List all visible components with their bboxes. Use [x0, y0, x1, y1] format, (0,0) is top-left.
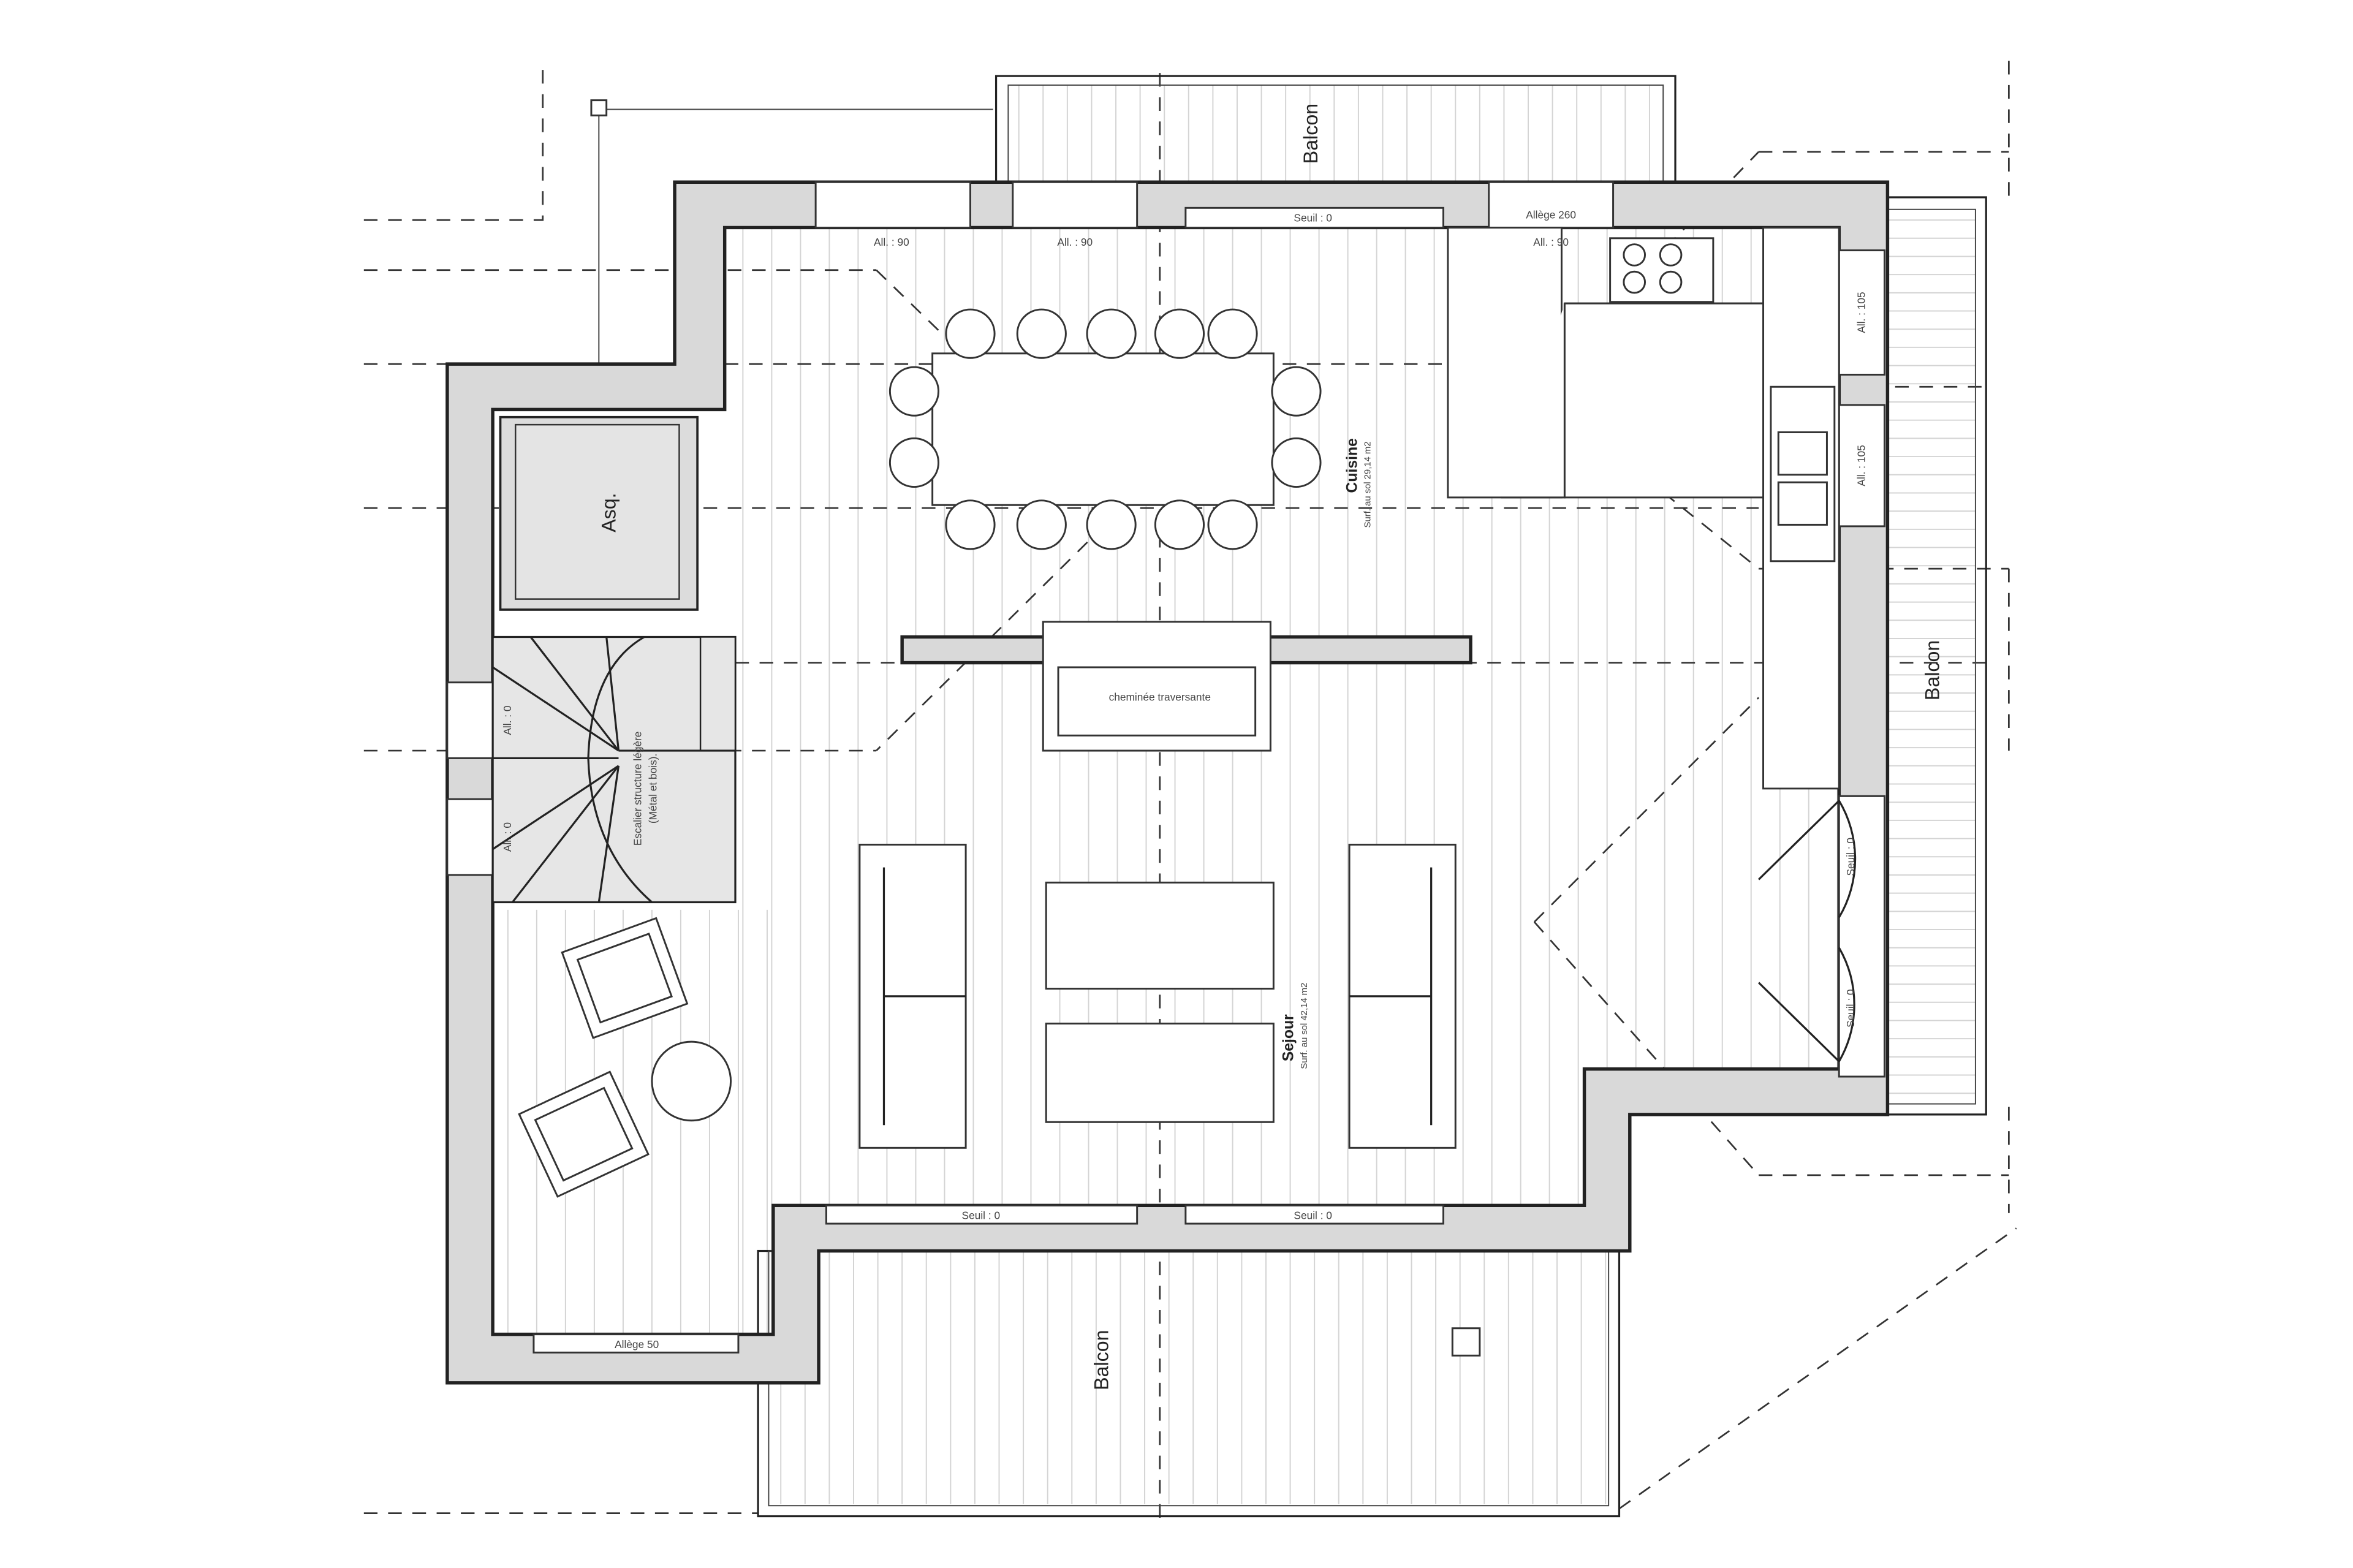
living-furniture — [518, 843, 1457, 1198]
stairs-label: Escalier structure légère — [632, 732, 644, 846]
opening-label: All. : 90 — [1533, 236, 1569, 248]
room-name-sejour: Sejour — [1281, 1014, 1297, 1061]
kitchen — [1447, 226, 1840, 790]
opening-label: All. : 0 — [501, 706, 513, 735]
dining-chair — [1086, 308, 1137, 359]
stairs-label: (Métal et bois). — [646, 754, 659, 824]
elevator-label: Asq. — [598, 493, 620, 532]
dining-chair — [889, 437, 940, 488]
dining-chair — [1016, 499, 1067, 550]
opening-label: All. : 0 — [501, 822, 513, 852]
opening-label: Seuil : 0 — [1844, 989, 1857, 1027]
balcony-post — [1451, 1327, 1481, 1357]
dining-chair — [1016, 308, 1067, 359]
dining-chair — [945, 499, 996, 550]
lift-guide-line — [590, 99, 993, 365]
opening-label: All. : 90 — [874, 236, 909, 248]
balcony-label-top: Balcon — [1300, 104, 1322, 164]
room-area-cuisine: Surf. au sol 29,14 m2 — [1363, 441, 1373, 528]
dining-chair — [1086, 499, 1137, 550]
dining-chair — [1271, 366, 1322, 417]
opening-label: All. : 105 — [1855, 445, 1867, 486]
staircase: Escalier structure légère (Métal et bois… — [491, 635, 737, 904]
balcony-label-right: Balcon — [1922, 640, 1944, 700]
opening-labels: All. : 90 All. : 90 Seuil : 0 Allège 260… — [501, 209, 1867, 1350]
opening-label: Seuil : 0 — [1844, 838, 1857, 876]
coffee-table — [1045, 881, 1275, 990]
dining-chair — [889, 366, 940, 417]
armchair — [561, 917, 689, 1039]
fireplace-label: cheminée traversante — [1109, 691, 1211, 703]
room-area-sejour: Surf. au sol 42,14 m2 — [1300, 983, 1309, 1069]
opening-label: Seuil : 0 — [1294, 212, 1332, 224]
dining-chairs — [889, 308, 1322, 550]
balcony-label-bottom: Balcon — [1091, 1330, 1113, 1390]
balcony-bottom — [757, 1249, 1621, 1518]
dining-chair — [945, 308, 996, 359]
coffee-table — [1045, 1022, 1275, 1123]
dining-chair — [1207, 308, 1258, 359]
balcony-top — [995, 75, 1677, 186]
opening-label: All. : 105 — [1855, 292, 1867, 333]
fireplace: cheminée traversante — [900, 621, 1472, 752]
opening-label: Allège 50 — [615, 1338, 659, 1350]
opening-label: Seuil : 0 — [962, 1210, 1001, 1222]
windows — [446, 181, 1885, 1354]
room-name-cuisine: Cuisine — [1344, 438, 1360, 493]
opening-label: Allège 260 — [1526, 209, 1576, 221]
opening-label: All. : 90 — [1057, 236, 1093, 248]
dining-chair — [1207, 499, 1258, 550]
dining-chair — [1271, 437, 1322, 488]
elevator: Asq. — [499, 415, 699, 611]
armchair — [518, 1070, 650, 1198]
dining-table — [931, 352, 1275, 506]
opening-label: Seuil : 0 — [1294, 1210, 1332, 1222]
dining-chair — [1154, 308, 1205, 359]
side-table — [651, 1040, 732, 1122]
dining-chair — [1154, 499, 1205, 550]
balcony-doors — [1757, 800, 1857, 1062]
